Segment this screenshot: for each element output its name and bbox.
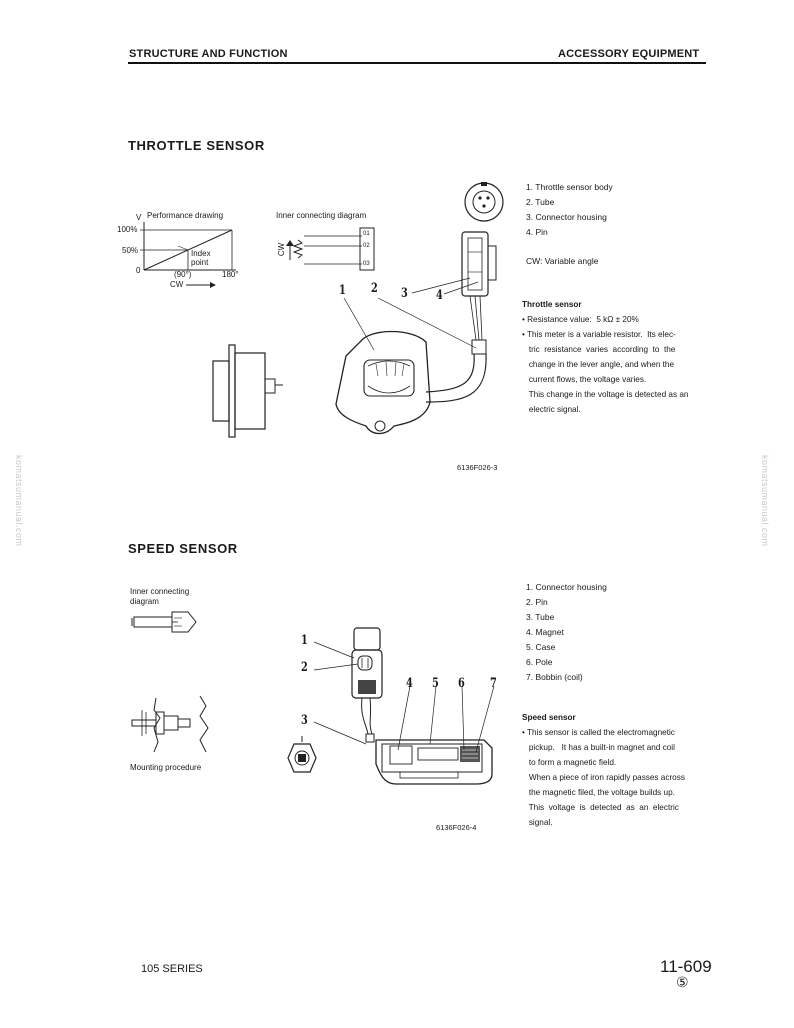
list-item: 1. Connector housing [526, 582, 607, 592]
desc-line: to form a magnetic field. [522, 758, 617, 767]
desc-line: • This meter is a variable resistor. Its… [522, 330, 676, 339]
list-item: 3. Tube [526, 612, 555, 622]
desc-line: signal. [522, 818, 553, 827]
throttle-callout-2: 2 [371, 281, 378, 296]
desc-line: tric resistance varies according to the [522, 345, 676, 354]
perf-xcw: CW [170, 280, 184, 289]
speed-inner-diagram [131, 611, 197, 633]
page-number: 11-609 [660, 957, 712, 976]
desc-line: the magnetic filed, the voltage builds u… [522, 788, 675, 797]
perf-axis-100: 100% [117, 225, 138, 234]
mounting-procedure-label: Mounting procedure [130, 763, 202, 772]
speed-callout-2: 2 [301, 660, 308, 675]
perf-axis-50: 50% [122, 246, 139, 255]
desc-line: • This sensor is called the electromagne… [522, 728, 675, 737]
speed-callout-1: 1 [301, 633, 308, 648]
list-item: 6. Pole [526, 657, 553, 667]
speed-callout-4: 4 [406, 676, 413, 691]
header-rule [128, 62, 706, 64]
perf-x90: (90°) [174, 270, 192, 279]
pin-02: 02 [363, 243, 370, 249]
throttle-callout-4: 4 [436, 288, 443, 303]
speed-sensor-end-view [287, 736, 317, 773]
pin-03: 03 [363, 261, 370, 267]
revision-mark: ⑤ [676, 975, 689, 991]
desc-line: This voltage is detected as an electric [522, 803, 679, 812]
list-item: 2. Pin [526, 597, 548, 607]
footer-series: 105 SERIES [141, 963, 203, 975]
speed-fig-code: 6136F026-4 [436, 823, 477, 832]
speed-description: Speed sensor • This sensor is called the… [522, 710, 685, 830]
pin-01: 01 [363, 231, 370, 237]
throttle-side-view [212, 344, 283, 438]
speed-callout-6: 6 [458, 676, 465, 691]
cw-arrow-icon [186, 282, 216, 288]
desc-line: pickup. It has a built-in magnet and coi… [522, 743, 675, 752]
header-left: STRUCTURE AND FUNCTION [129, 48, 288, 60]
throttle-description: Throttle sensor • Resistance value: 5 kΩ… [522, 297, 688, 417]
perf-axis-v: V [136, 213, 142, 222]
speed-callout-5: 5 [432, 676, 439, 691]
inner-cw-label: CW [277, 242, 287, 257]
speed-title: SPEED SENSOR [128, 541, 238, 556]
speed-callout-3: 3 [301, 713, 308, 728]
watermark-right: komatsumanual.com [760, 455, 770, 547]
throttle-desc-title: Throttle sensor [522, 300, 582, 309]
list-item: 1. Throttle sensor body [526, 182, 613, 192]
list-item: 2. Tube [526, 197, 555, 207]
desc-line: change in the lever angle, and when the [522, 360, 675, 369]
mounting-procedure-drawing [131, 695, 209, 753]
throttle-cw-note: CW: Variable angle [526, 256, 599, 266]
perf-x180: 180° [222, 270, 239, 279]
perf-axis-0: 0 [136, 266, 141, 275]
desc-line: • Resistance value: 5 kΩ ± 20% [522, 315, 639, 324]
speed-parts-list: 1. Connector housing 2. Pin 3. Tube 4. M… [526, 580, 607, 685]
list-item: 7. Bobbin (coil) [526, 672, 583, 682]
speed-sensor-drawing [313, 627, 495, 785]
throttle-sensor-drawing [335, 182, 504, 435]
throttle-title: THROTTLE SENSOR [128, 138, 265, 153]
list-item: 4. Magnet [526, 627, 564, 637]
speed-desc-title: Speed sensor [522, 713, 576, 722]
desc-line: electric signal. [522, 405, 581, 414]
throttle-fig-code: 6136F026-3 [457, 463, 498, 472]
throttle-callout-1: 1 [339, 283, 346, 298]
desc-line: current flows, the voltage varies. [522, 375, 647, 384]
performance-drawing [140, 222, 236, 271]
list-item: 3. Connector housing [526, 212, 607, 222]
desc-line: This change in the voltage is detected a… [522, 390, 689, 399]
speed-callout-7: 7 [490, 676, 497, 691]
index-point-label: Index point [191, 249, 211, 267]
inner-connecting-diagram [286, 227, 375, 271]
speed-inner-label: Inner connecting diagram [130, 587, 190, 606]
inner-connecting-label: Inner connecting diagram [276, 211, 367, 220]
throttle-parts-list: 1. Throttle sensor body 2. Tube 3. Conne… [526, 180, 613, 240]
header-right: ACCESSORY EQUIPMENT [558, 48, 700, 60]
perf-label: Performance drawing [147, 211, 224, 220]
list-item: 4. Pin [526, 227, 548, 237]
watermark-left: komatsumanual.com [14, 455, 24, 547]
list-item: 5. Case [526, 642, 556, 652]
throttle-callout-3: 3 [401, 286, 408, 301]
desc-line: When a piece of iron rapidly passes acro… [522, 773, 685, 782]
